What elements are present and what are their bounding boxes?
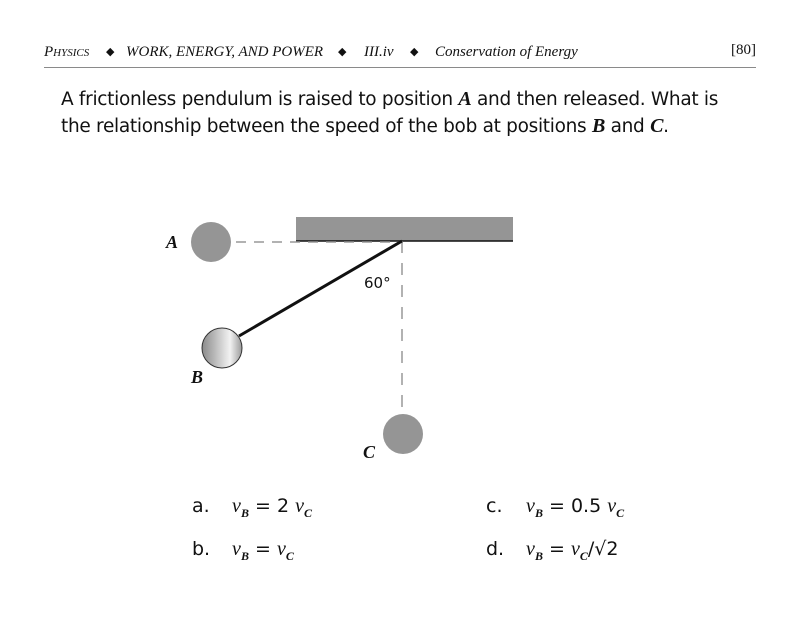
equals-sign: = xyxy=(549,495,565,517)
angle-label: 60° xyxy=(364,274,391,292)
bullet-icon: ◆ xyxy=(106,46,115,58)
answer-option-b[interactable]: b. vB = vC xyxy=(192,538,294,564)
question-and: and xyxy=(605,116,651,137)
option-letter: a. xyxy=(192,495,210,517)
var-v: v xyxy=(232,495,241,517)
label-b: B xyxy=(190,367,203,387)
question-line1-text: A frictionless pendulum is raised to pos… xyxy=(61,89,459,110)
var-c: C xyxy=(650,115,664,137)
question-line1-end: and then released. What is xyxy=(471,89,719,110)
label-a: A xyxy=(165,232,178,252)
subscript: B xyxy=(240,549,249,563)
var-v: v xyxy=(526,538,535,560)
var-b: B xyxy=(591,115,606,137)
question-period: . xyxy=(663,116,669,137)
var-v: v xyxy=(526,495,535,517)
subscript: C xyxy=(285,549,294,563)
bob-position-a xyxy=(191,222,231,262)
subject-label: Physics xyxy=(44,44,90,60)
topic-title: Conservation of Energy xyxy=(435,44,578,60)
subscript: C xyxy=(579,549,588,563)
option-letter: b. xyxy=(192,538,211,560)
coefficient: 0.5 xyxy=(570,495,602,517)
option-letter: d. xyxy=(486,538,505,560)
page-number: [80] xyxy=(731,42,756,58)
subscript: C xyxy=(304,506,313,520)
subscript: B xyxy=(534,549,543,563)
option-letter: c. xyxy=(486,495,503,517)
answer-option-d[interactable]: d. vB = vC/√2 xyxy=(486,538,618,564)
var-v: v xyxy=(607,495,617,517)
label-c: C xyxy=(363,442,376,462)
answer-option-c[interactable]: c. vB = 0.5 vC xyxy=(486,495,624,521)
chapter-title: WORK, ENERGY, AND POWER xyxy=(126,44,324,60)
var-v: v xyxy=(276,538,286,560)
subscript: B xyxy=(240,506,249,520)
ceiling-support xyxy=(296,217,513,241)
bullet-icon: ◆ xyxy=(410,46,419,58)
question-line2-text: the relationship between the speed of th… xyxy=(61,116,592,137)
bob-position-b xyxy=(201,327,243,369)
header-divider xyxy=(44,67,756,68)
coefficient: 2 xyxy=(276,495,290,517)
var-v: v xyxy=(232,538,241,560)
bob-position-c xyxy=(383,414,423,454)
section-number: III.iv xyxy=(364,44,394,60)
page-header: Physics ◆ WORK, ENERGY, AND POWER ◆ III.… xyxy=(44,40,756,64)
equals-sign: = xyxy=(255,495,271,517)
subscript: C xyxy=(616,506,625,520)
var-v: v xyxy=(295,495,304,517)
var-v: v xyxy=(570,538,580,560)
bullet-icon: ◆ xyxy=(338,46,347,58)
answer-option-a[interactable]: a. vB = 2 vC xyxy=(192,495,312,521)
var-a: A xyxy=(458,88,472,110)
equals-sign: = xyxy=(549,538,565,560)
sqrt2-divisor: /√2 xyxy=(587,538,619,560)
question-text: A frictionless pendulum is raised to pos… xyxy=(61,86,761,140)
equals-sign: = xyxy=(255,538,271,560)
subscript: B xyxy=(534,506,543,520)
pendulum-string xyxy=(238,239,403,338)
